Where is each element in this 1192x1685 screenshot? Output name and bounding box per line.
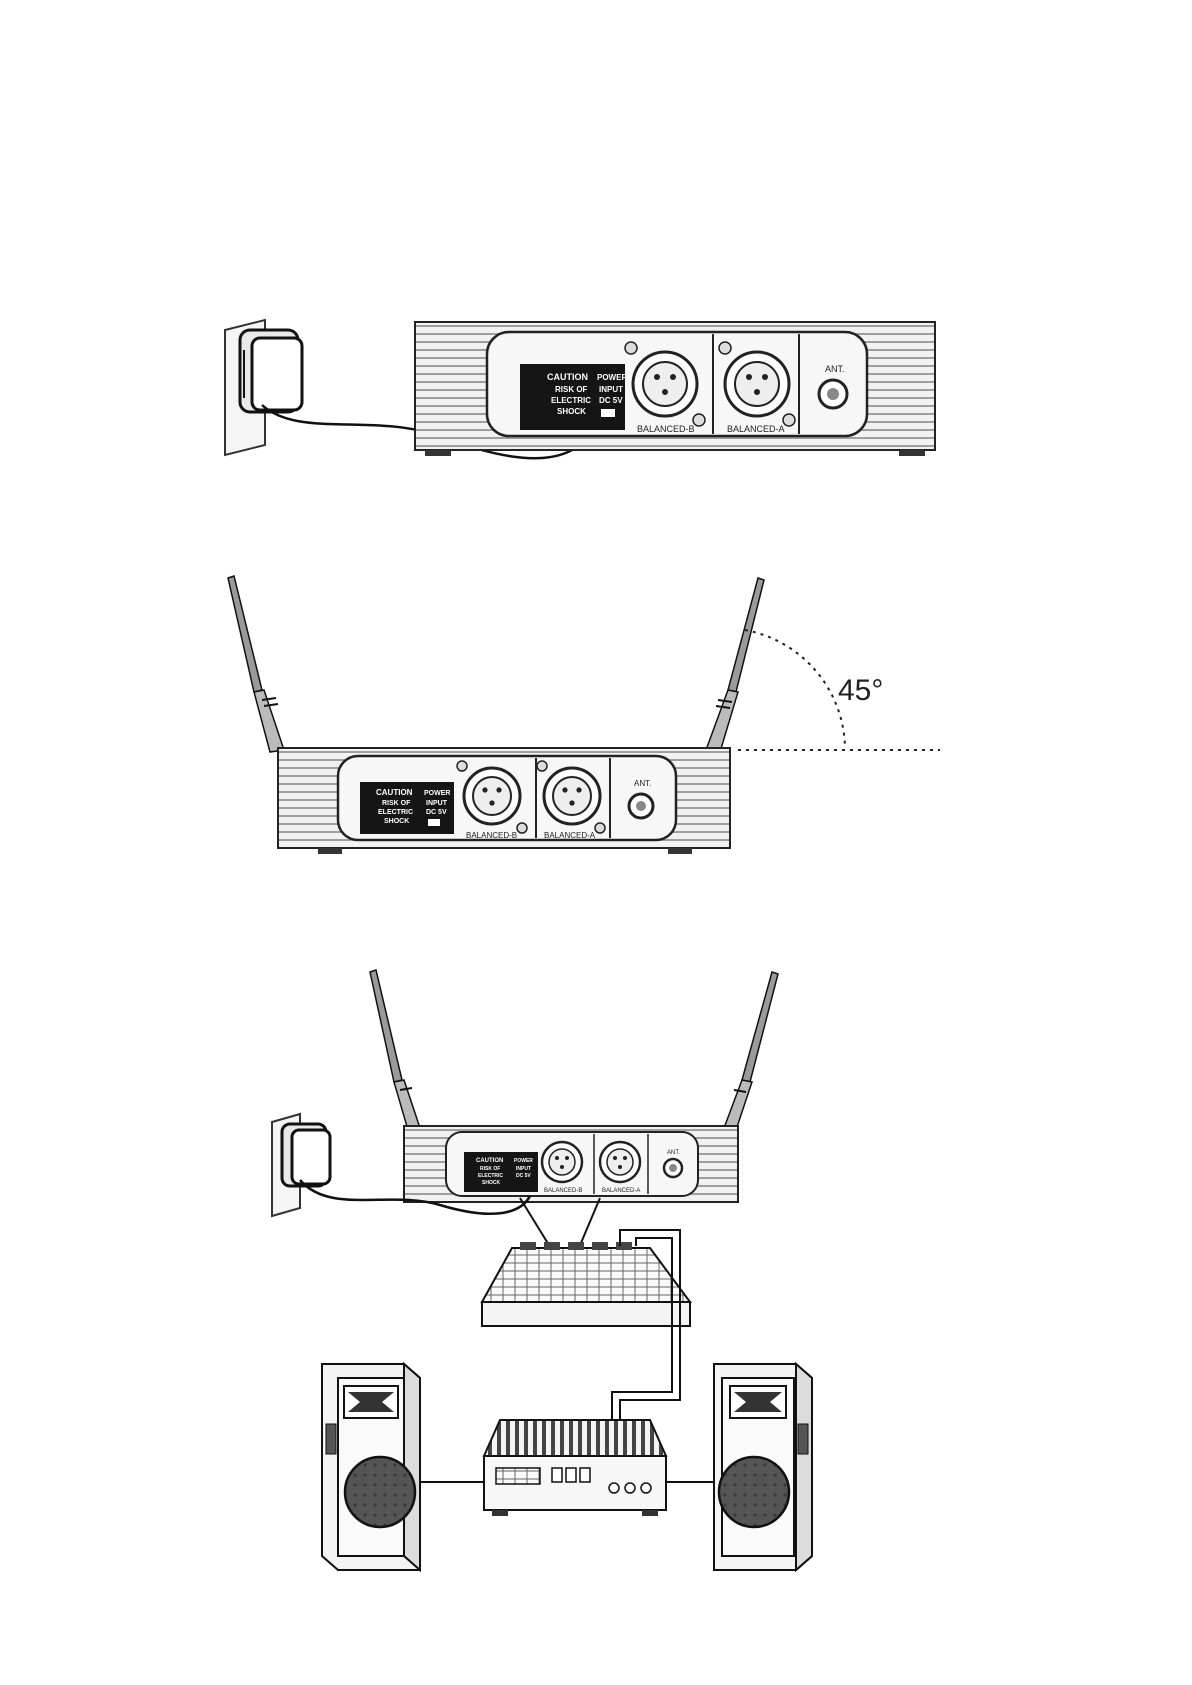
caution-title: CAUTION [376,788,413,797]
antenna-jack [629,794,653,818]
caution-title: CAUTION [476,1158,503,1164]
figure-antenna-angle: 45° CAUTION RISK OF ELECTRIC SHOCK POWER… [228,576,940,854]
label-balanced-b: BALANCED-B [466,831,517,840]
figure-power-connection: CAUTION RISK OF ELECTRIC SHOCK POWER INP… [225,320,935,458]
caution-line3: SHOCK [482,1180,500,1186]
caution-line1: RISK OF [382,800,411,807]
antenna-jack [664,1159,682,1177]
angle-indicator: 45° [738,630,940,750]
power-line3: DC 5V [599,396,623,405]
speaker-left [322,1364,420,1570]
label-balanced-a: BALANCED-A [602,1188,640,1194]
caution-line3: SHOCK [557,407,586,416]
power-line1: POWER [514,1158,533,1164]
receiver-rear-1: CAUTION RISK OF ELECTRIC SHOCK POWER INP… [415,322,935,456]
caution-label: CAUTION RISK OF ELECTRIC SHOCK POWER INP… [360,782,454,834]
caution-line2: ELECTRIC [378,809,413,816]
antenna-right [706,578,764,752]
caution-line1: RISK OF [555,385,588,394]
antenna-left [370,970,420,1130]
antenna-left [228,576,284,752]
speaker-right [714,1364,812,1570]
power-adapter [240,330,302,412]
caution-line3: SHOCK [384,818,409,825]
power-amplifier [484,1420,666,1516]
dc-jack [601,409,615,417]
power-line3: DC 5V [426,809,447,816]
power-line2: INPUT [516,1166,531,1172]
label-balanced-a: BALANCED-A [727,424,785,434]
label-balanced-b: BALANCED-B [637,424,695,434]
power-line2: INPUT [426,800,448,807]
power-line1: POWER [597,373,627,382]
xlr-connector-a [600,1142,640,1182]
receiver-rear-3: CAUTION RISK OF ELECTRIC SHOCK POWER INP… [404,1126,738,1202]
power-line1: POWER [424,790,450,797]
label-balanced-b: BALANCED-B [544,1188,582,1194]
caution-label: CAUTION RISK OF ELECTRIC SHOCK POWER INP… [520,364,627,430]
mixing-console [482,1242,690,1326]
power-line2: INPUT [599,385,623,394]
caution-title: CAUTION [547,372,588,382]
xlr-connector-b [542,1142,582,1182]
label-ant: ANT. [667,1150,680,1156]
label-ant: ANT. [825,364,845,374]
label-ant: ANT. [634,779,651,788]
antenna-right [724,972,778,1130]
caution-line2: ELECTRIC [551,396,591,405]
dc-jack [428,819,440,826]
receiver-rear-2: CAUTION RISK OF ELECTRIC SHOCK POWER INP… [278,748,730,854]
caution-label: CAUTION RISK OF ELECTRIC SHOCK POWER INP… [464,1152,538,1192]
antenna-jack [819,380,847,408]
power-line3: DC 5V [516,1173,531,1179]
caution-line2: ELECTRIC [478,1173,503,1179]
power-adapter [282,1124,330,1186]
angle-label: 45° [838,674,883,707]
label-balanced-a: BALANCED-A [544,831,596,840]
caution-line1: RISK OF [480,1166,500,1172]
figure-system-connection: CAUTION RISK OF ELECTRIC SHOCK POWER INP… [272,970,812,1570]
